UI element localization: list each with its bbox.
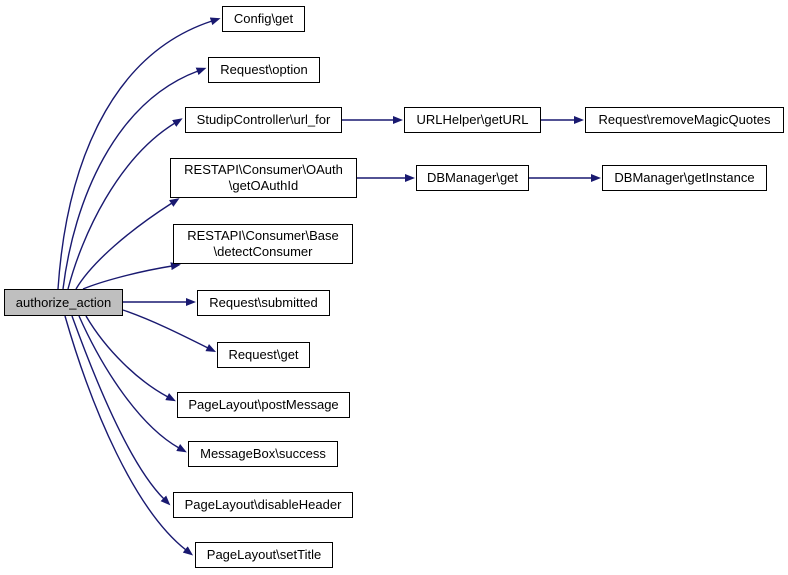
node-label: MessageBox\success xyxy=(200,446,326,461)
node-label: PageLayout\disableHeader xyxy=(184,497,342,512)
node-label: DBManager\getInstance xyxy=(614,170,755,185)
node-request-option[interactable]: Request\option xyxy=(208,57,320,83)
node-request-get[interactable]: Request\get xyxy=(217,342,310,368)
edge-authorize-action-to-config-get xyxy=(57,17,221,290)
node-urlhelper-geturl[interactable]: URLHelper\getURL xyxy=(404,107,541,133)
node-label: Request\get xyxy=(228,347,299,362)
node-dbmanager-getinstance[interactable]: DBManager\getInstance xyxy=(602,165,767,191)
edges xyxy=(57,17,601,556)
node-restapi-consumer-oauth-getoauthid[interactable]: RESTAPI\Consumer\OAuth\getOAuthId xyxy=(170,158,357,198)
node-authorize-action[interactable]: authorize_action xyxy=(4,289,123,316)
edge-authorize-action-to-pagelayout-postmessage xyxy=(85,315,176,402)
node-label: DBManager\get xyxy=(426,170,519,185)
node-request-submitted[interactable]: Request\submitted xyxy=(197,290,330,316)
node-pagelayout-disableheader[interactable]: PageLayout\disableHeader xyxy=(173,492,353,518)
edge-authorize-action-to-request-option xyxy=(62,67,207,290)
node-label: \getOAuthId xyxy=(228,178,299,193)
node-label: URLHelper\getURL xyxy=(416,112,529,127)
node-pagelayout-settitle[interactable]: PageLayout\setTitle xyxy=(195,542,333,568)
edge-authorize-action-to-restapi-consumer-oauth-getoauthid xyxy=(75,198,180,290)
node-messagebox-success[interactable]: MessageBox\success xyxy=(188,441,338,467)
node-label: RESTAPI\Consumer\Base xyxy=(187,228,339,243)
node-label: authorize_action xyxy=(15,294,112,310)
node-label: Config\get xyxy=(233,11,294,26)
node-label: Request\removeMagicQuotes xyxy=(598,112,771,127)
node-config-get[interactable]: Config\get xyxy=(222,6,305,32)
node-label: RESTAPI\Consumer\OAuth xyxy=(184,162,343,177)
node-label: PageLayout\setTitle xyxy=(206,547,322,562)
node-label: PageLayout\postMessage xyxy=(188,397,339,412)
node-dbmanager-get[interactable]: DBManager\get xyxy=(416,165,529,191)
node-label: Request\option xyxy=(220,62,308,77)
node-pagelayout-postmessage[interactable]: PageLayout\postMessage xyxy=(177,392,350,418)
node-label: \detectConsumer xyxy=(213,244,313,259)
edge-authorize-action-to-restapi-consumer-base-detectconsumer xyxy=(82,262,181,290)
node-label: StudipController\url_for xyxy=(196,112,331,127)
node-studipcontroller-url-for[interactable]: StudipController\url_for xyxy=(185,107,342,133)
edge-authorize-action-to-pagelayout-disableheader xyxy=(71,315,171,506)
node-request-removemagicquotes[interactable]: Request\removeMagicQuotes xyxy=(585,107,784,133)
node-restapi-consumer-base-detectconsumer[interactable]: RESTAPI\Consumer\Base\detectConsumer xyxy=(173,224,353,264)
node-label: Request\submitted xyxy=(209,295,318,310)
edge-authorize-action-to-studipcontroller-url-for xyxy=(67,118,183,290)
edge-authorize-action-to-pagelayout-settitle xyxy=(64,315,194,556)
edge-authorize-action-to-messagebox-success xyxy=(78,315,187,453)
edge-authorize-action-to-request-get xyxy=(122,309,217,353)
